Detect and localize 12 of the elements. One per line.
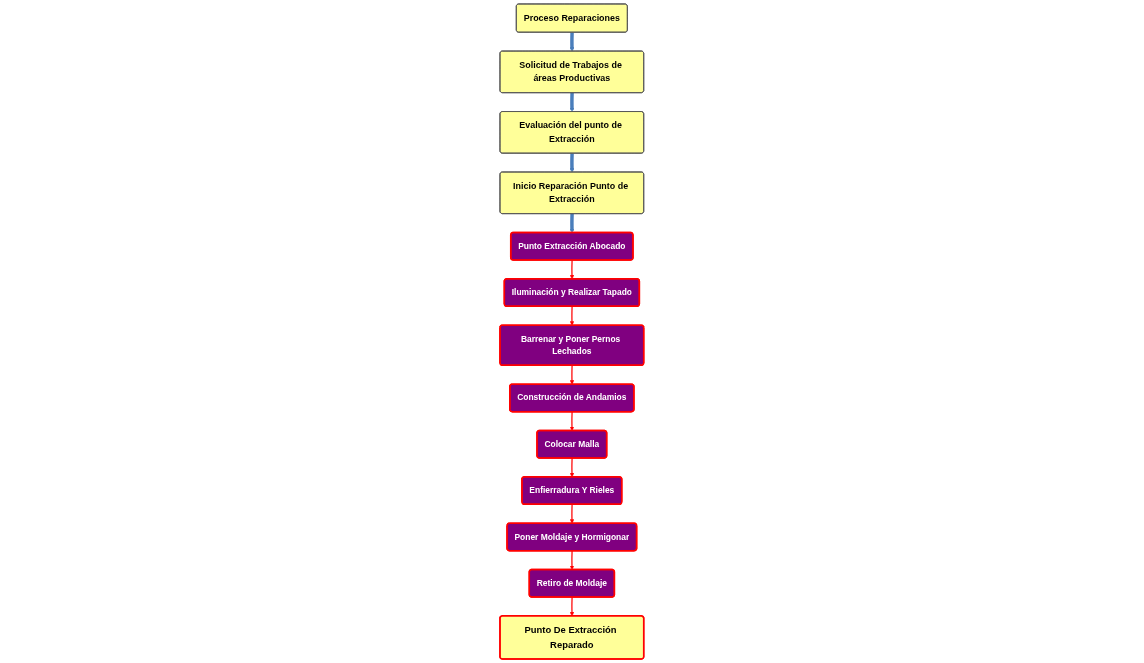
arrow xyxy=(569,596,575,617)
arrow xyxy=(569,457,575,478)
arrow xyxy=(569,411,575,431)
arrow xyxy=(569,92,575,112)
arrow xyxy=(569,259,575,280)
arrow xyxy=(569,305,575,326)
arrow xyxy=(569,550,575,570)
arrow xyxy=(569,213,575,233)
arrow xyxy=(569,32,575,52)
arrow xyxy=(569,504,575,524)
arrow xyxy=(569,153,575,173)
arrow xyxy=(569,364,575,385)
